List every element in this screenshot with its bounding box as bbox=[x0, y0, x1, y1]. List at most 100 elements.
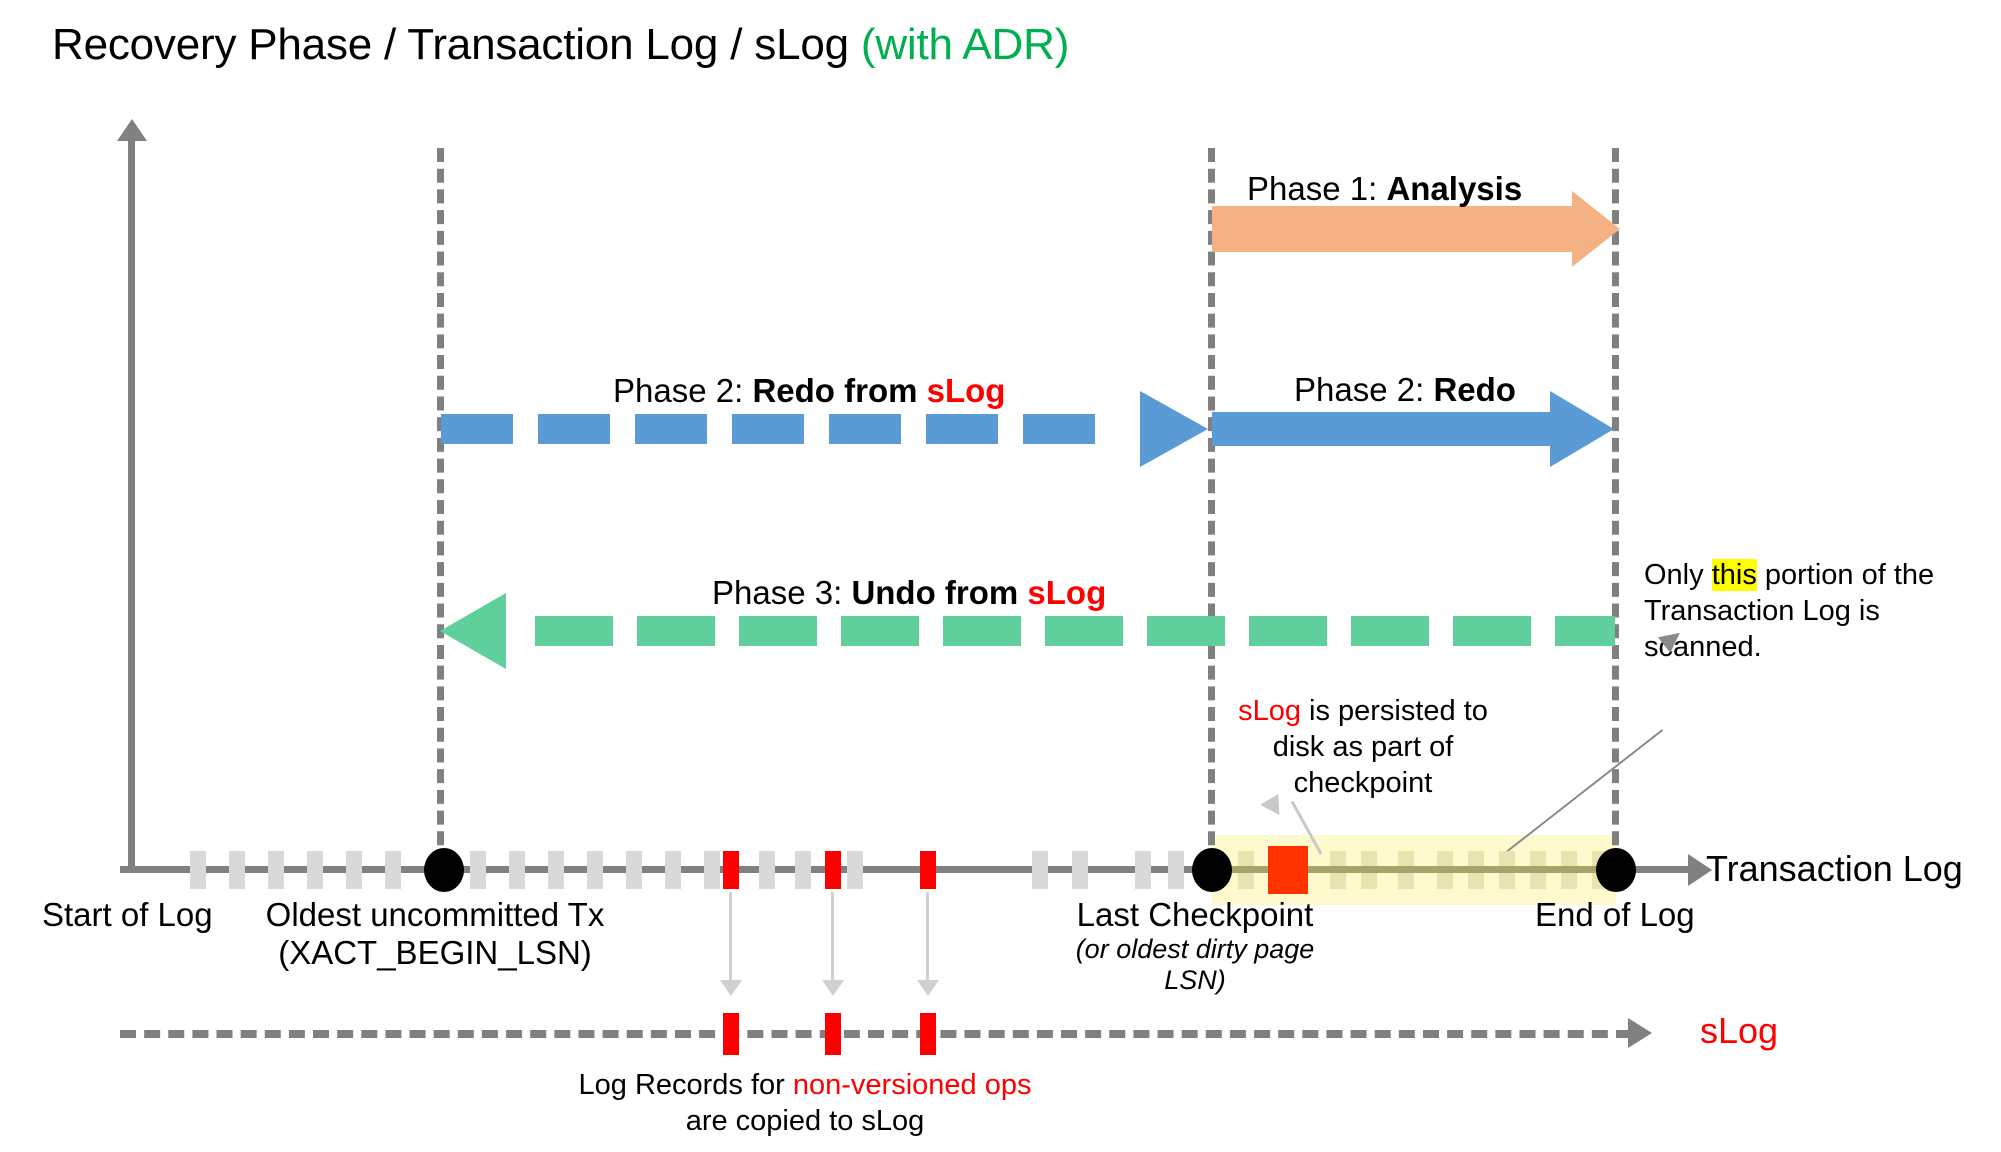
copy-note-line-1-pre: Log Records for bbox=[578, 1069, 793, 1101]
scan-note: Only this portion of the Transaction Log… bbox=[1644, 558, 1994, 666]
label-oldest-tx-line-2: (XACT_BEGIN_LSN) bbox=[278, 934, 592, 971]
copy-note: Log Records for non-versioned ops are co… bbox=[525, 1068, 1085, 1140]
log-record-tick bbox=[847, 851, 863, 889]
non-versioned-log-record-tick bbox=[825, 851, 841, 889]
log-record-tick bbox=[1032, 851, 1048, 889]
scan-note-line-2: Transaction Log is scanned. bbox=[1644, 594, 1880, 663]
phase-undo-slog-dash bbox=[841, 616, 919, 646]
phase-redo-arrowhead-icon bbox=[1550, 391, 1614, 467]
scan-note-highlight-word: this bbox=[1711, 559, 1757, 591]
copy-arrow-head-icon bbox=[720, 980, 742, 996]
phase-undo-slog-dash bbox=[1249, 616, 1327, 646]
phase-undo-slog-dash bbox=[535, 616, 613, 646]
guide-line-last-checkpoint bbox=[1208, 148, 1215, 866]
log-record-tick bbox=[229, 851, 245, 889]
phase-undo-slog-dash bbox=[1555, 616, 1615, 646]
log-record-tick bbox=[190, 851, 206, 889]
copy-arrow-shaft bbox=[831, 892, 834, 982]
slog-persisted-record bbox=[1268, 846, 1308, 894]
log-record-tick bbox=[470, 851, 486, 889]
phase-redo-slog-suffix: sLog bbox=[926, 372, 1006, 409]
phase-redo-label: Phase 2: Redo bbox=[1294, 371, 1516, 409]
vertical-axis-arrowhead-icon bbox=[117, 119, 147, 141]
phase-analysis-bold: Analysis bbox=[1386, 170, 1523, 207]
phase-undo-slog-dash bbox=[1453, 616, 1531, 646]
log-record-tick bbox=[1135, 851, 1151, 889]
transaction-log-arrowhead-icon bbox=[1688, 854, 1712, 886]
phase-undo-slog-dash bbox=[1147, 616, 1225, 646]
log-record-tick bbox=[548, 851, 564, 889]
phase-undo-slog-bold: Undo from bbox=[851, 574, 1028, 611]
band-axis-tint bbox=[1215, 866, 1613, 873]
slog-record-tick bbox=[920, 1013, 936, 1055]
log-record-tick bbox=[704, 851, 720, 889]
phase-undo-slog-dash bbox=[1351, 616, 1429, 646]
node-last-checkpoint bbox=[1192, 848, 1232, 892]
label-last-checkpoint-sub-2: LSN) bbox=[1164, 965, 1226, 995]
phase-analysis-arrow-body bbox=[1212, 206, 1572, 252]
log-record-tick bbox=[759, 851, 775, 889]
copy-arrow-shaft bbox=[729, 892, 732, 982]
phase-undo-slog-prefix: Phase 3: bbox=[712, 574, 852, 611]
copy-note-line-2: are copied to sLog bbox=[685, 1104, 925, 1137]
phase-redo-slog-dash bbox=[829, 414, 901, 444]
slog-axis-line bbox=[120, 1030, 1632, 1038]
phase-redo-arrow-body bbox=[1212, 412, 1550, 446]
label-last-checkpoint: Last Checkpoint (or oldest dirty page LS… bbox=[1045, 896, 1345, 996]
non-versioned-log-record-tick bbox=[920, 851, 936, 889]
label-last-checkpoint-main: Last Checkpoint bbox=[1076, 896, 1314, 933]
log-record-tick bbox=[385, 851, 401, 889]
checkpoint-note-line-2: disk as part of bbox=[1272, 730, 1454, 763]
phase-undo-slog-dash bbox=[1045, 616, 1123, 646]
slog-axis-arrowhead-icon bbox=[1628, 1018, 1652, 1048]
phase-analysis-prefix: Phase 1: bbox=[1247, 170, 1387, 207]
phase-analysis-arrowhead-icon bbox=[1572, 191, 1620, 267]
label-slog: sLog bbox=[1700, 1010, 1779, 1051]
phase-undo-slog-suffix: sLog bbox=[1027, 574, 1107, 611]
scan-note-line-1: Only this portion of the bbox=[1644, 558, 1994, 594]
transaction-log-axis-line bbox=[120, 866, 1690, 873]
phase-redo-slog-dash bbox=[635, 414, 707, 444]
phase-redo-slog-dash bbox=[441, 414, 513, 444]
log-record-tick bbox=[587, 851, 603, 889]
log-record-tick bbox=[626, 851, 642, 889]
phase-redo-slog-label: Phase 2: Redo from sLog bbox=[613, 372, 1005, 410]
page-title: Recovery Phase / Transaction Log / sLog … bbox=[52, 20, 1069, 70]
phase-redo-slog-prefix: Phase 2: bbox=[613, 372, 753, 409]
label-transaction-log: Transaction Log bbox=[1706, 848, 1963, 889]
node-end-of-log bbox=[1596, 848, 1636, 892]
phase-undo-slog-arrowhead-icon bbox=[440, 593, 506, 669]
log-record-tick bbox=[665, 851, 681, 889]
slog-record-tick bbox=[723, 1013, 739, 1055]
label-oldest-tx-line-1: Oldest uncommitted Tx bbox=[265, 896, 605, 933]
phase-redo-prefix: Phase 2: bbox=[1294, 371, 1434, 408]
log-record-tick bbox=[1072, 851, 1088, 889]
log-record-tick bbox=[1168, 851, 1184, 889]
phase-redo-bold: Redo bbox=[1433, 371, 1516, 408]
label-oldest-uncommitted-tx: Oldest uncommitted Tx (XACT_BEGIN_LSN) bbox=[255, 896, 615, 972]
phase-undo-slog-label: Phase 3: Undo from sLog bbox=[712, 574, 1106, 612]
guide-line-oldest-uncommitted-tx bbox=[437, 148, 444, 866]
checkpoint-note: sLog is persisted to disk as part of che… bbox=[1218, 694, 1508, 802]
non-versioned-log-record-tick bbox=[723, 851, 739, 889]
node-oldest-uncommitted-tx bbox=[424, 848, 464, 892]
checkpoint-note-line-1-rest: is persisted to bbox=[1300, 695, 1488, 727]
log-record-tick bbox=[268, 851, 284, 889]
phase-redo-slog-dash bbox=[538, 414, 610, 444]
log-record-tick bbox=[307, 851, 323, 889]
guide-line-end-of-log bbox=[1612, 148, 1619, 866]
title-main: Recovery Phase / Transaction Log / sLog bbox=[52, 20, 861, 69]
phase-redo-slog-dash bbox=[1023, 414, 1095, 444]
phase-redo-slog-dash bbox=[926, 414, 998, 444]
vertical-axis-line bbox=[128, 136, 135, 871]
log-record-tick bbox=[795, 851, 811, 889]
label-start-of-log: Start of Log bbox=[42, 896, 213, 933]
scan-note-line-1-post: portion of the bbox=[1756, 559, 1935, 591]
title-adr-suffix: (with ADR) bbox=[860, 20, 1070, 69]
phase-undo-slog-dash bbox=[739, 616, 817, 646]
checkpoint-note-slog-word: sLog bbox=[1238, 695, 1301, 727]
label-end-of-log: End of Log bbox=[1535, 896, 1695, 933]
copy-arrow-head-icon bbox=[917, 980, 939, 996]
scan-note-line-1-pre: Only bbox=[1644, 559, 1712, 591]
